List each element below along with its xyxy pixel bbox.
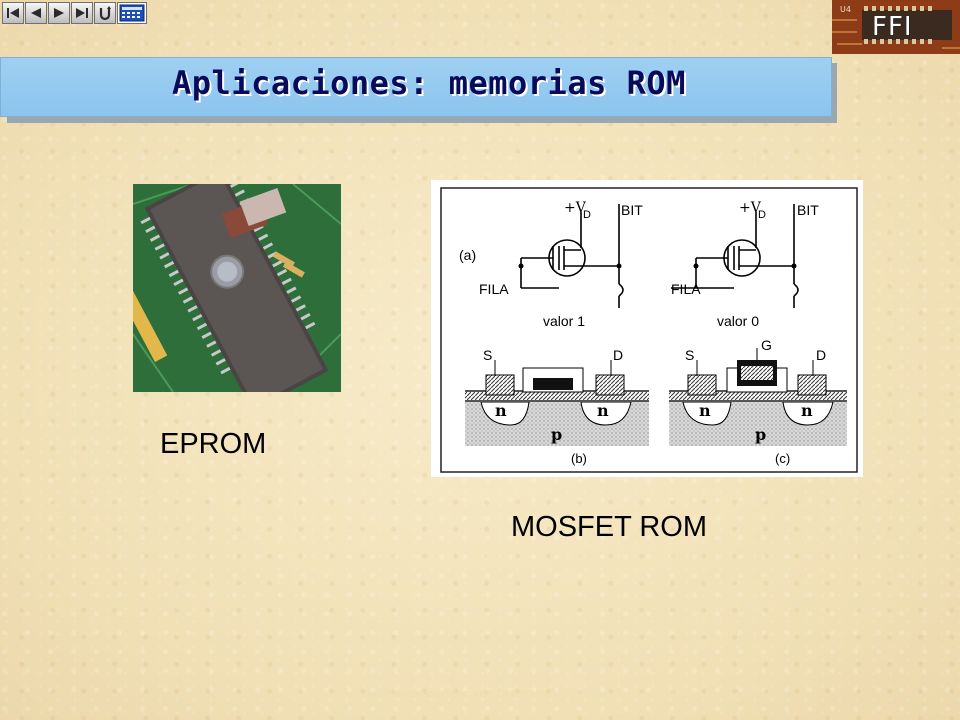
next-icon bbox=[54, 8, 64, 18]
eprom-chip-image bbox=[133, 184, 341, 392]
label-a: (a) bbox=[459, 247, 476, 263]
title-banner bbox=[0, 57, 832, 117]
d-label-b: D bbox=[613, 347, 623, 363]
s-label-c: S bbox=[685, 347, 694, 363]
first-icon bbox=[7, 8, 19, 18]
eprom-caption: EPROM bbox=[160, 428, 267, 460]
mosfet-rom-caption: MOSFET ROM bbox=[511, 511, 708, 543]
vd-sub-left: D bbox=[583, 209, 591, 221]
n-label-b-left: n bbox=[495, 401, 507, 420]
p-label-b: p bbox=[551, 425, 562, 444]
footer-credit: Presentación por Jose Quiles Hoyo bbox=[384, 688, 557, 700]
calculator-icon bbox=[119, 4, 145, 22]
slide-navigation bbox=[2, 2, 148, 24]
valor-0-label: valor 0 bbox=[717, 313, 759, 329]
previous-icon bbox=[31, 8, 41, 18]
n-label-c-right: n bbox=[801, 401, 813, 420]
bit-left: BIT bbox=[621, 202, 643, 218]
vd-plus-left: +V bbox=[564, 200, 587, 216]
logo-text: FFI bbox=[872, 12, 913, 42]
bit-right: BIT bbox=[797, 202, 819, 218]
vd-sub-right: D bbox=[758, 209, 766, 221]
s-label-b: S bbox=[483, 347, 492, 363]
mosfet-diagram: (a) +V D BIT FILA valor 1 bbox=[440, 187, 858, 473]
g-label-c: G bbox=[761, 337, 772, 353]
p-label-c: p bbox=[755, 425, 766, 444]
fila-right: FILA bbox=[671, 281, 701, 297]
n-label-c-left: n bbox=[699, 401, 711, 420]
previous-slide-button[interactable] bbox=[25, 2, 47, 24]
d-label-c: D bbox=[816, 347, 826, 363]
last-icon bbox=[76, 8, 88, 18]
first-slide-button[interactable] bbox=[2, 2, 24, 24]
fila-left: FILA bbox=[479, 281, 509, 297]
calculator-button[interactable] bbox=[117, 2, 147, 24]
circuit-board-icon: U4 bbox=[832, 0, 960, 54]
next-slide-button[interactable] bbox=[48, 2, 70, 24]
return-icon bbox=[99, 6, 111, 21]
n-label-b-right: n bbox=[597, 401, 609, 420]
svg-text:U4: U4 bbox=[840, 5, 851, 14]
mosfet-rom-figure: (a) +V D BIT FILA valor 1 bbox=[431, 180, 863, 477]
label-b: (b) bbox=[571, 451, 587, 466]
ffi-logo: U4 FFI bbox=[832, 0, 960, 54]
return-button[interactable] bbox=[94, 2, 116, 24]
eprom-photo bbox=[133, 184, 341, 392]
last-slide-button[interactable] bbox=[71, 2, 93, 24]
vd-plus-right: +V bbox=[739, 200, 762, 216]
valor-1-label: valor 1 bbox=[543, 313, 585, 329]
label-c: (c) bbox=[775, 451, 790, 466]
slide-title: Aplicaciones: memorias ROM bbox=[172, 64, 686, 102]
